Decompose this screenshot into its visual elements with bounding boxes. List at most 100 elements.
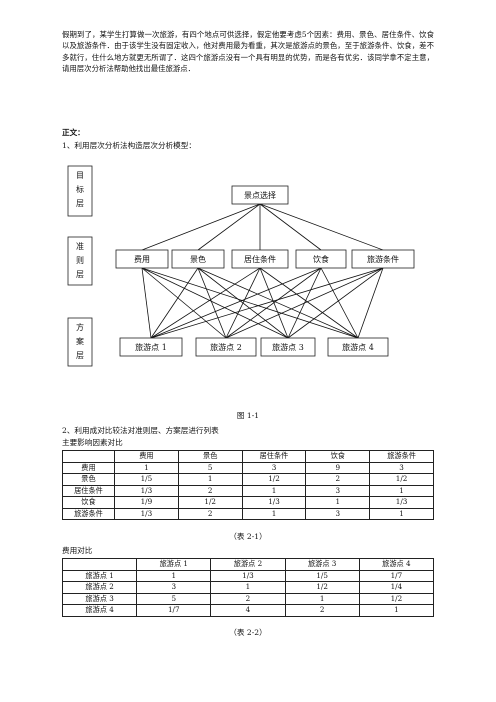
- criterion-box-label: 景色: [190, 254, 206, 264]
- table-cell: 1: [241, 484, 307, 497]
- table-cell: 1: [358, 604, 435, 617]
- criterion-alternative-link: [150, 267, 384, 339]
- goal-criterion-link: [259, 203, 322, 251]
- criterion-box-label: 费用: [134, 254, 150, 264]
- row-header: 旅游点 2: [61, 581, 138, 594]
- connection-lines: [141, 203, 384, 339]
- table-cell: 1: [210, 581, 286, 594]
- goal-layer-label: 目标层: [76, 171, 84, 208]
- table-cell: 1/2: [284, 581, 360, 594]
- criterion-alternative-link: [197, 267, 359, 339]
- figure-caption: 图 1-1: [236, 411, 260, 420]
- table-cell: 2: [305, 473, 371, 486]
- criterion-box: 景色: [171, 249, 225, 269]
- table-cell: 5: [136, 592, 212, 605]
- table1-title: 主要影响因素对比: [62, 438, 123, 447]
- body-title: 正文：: [62, 128, 85, 137]
- criterion-box-label: 旅游条件: [367, 254, 399, 264]
- table-cell: 1: [177, 473, 243, 486]
- table-cell: 1/5: [284, 569, 360, 582]
- criterion-box-label: 饮食: [313, 254, 329, 264]
- table-cell: 1: [305, 496, 371, 509]
- table-cell: 1: [241, 507, 307, 520]
- table-cell: 9: [305, 461, 371, 474]
- table-cell: 1/5: [114, 473, 179, 486]
- column-header: 费用: [114, 450, 179, 463]
- table-cell: 2: [210, 592, 286, 605]
- scheme-layer-box: [67, 317, 93, 367]
- column-header: [61, 558, 138, 571]
- table-cell: 1: [284, 592, 360, 605]
- criteria-layer-box: [67, 236, 93, 286]
- table-cell: 1/7: [136, 604, 212, 617]
- criterion-alternative-link: [150, 267, 261, 339]
- table-cell: 1: [369, 484, 434, 497]
- table-cell: 2: [177, 484, 243, 497]
- criterion-alternative-link: [287, 267, 384, 339]
- goal-criterion-link: [141, 203, 261, 251]
- criterion-alternative-link: [225, 267, 322, 339]
- table-cell: 1/3: [210, 569, 286, 582]
- table-cell: 1/3: [369, 496, 434, 509]
- criterion-alternative-link: [320, 267, 359, 339]
- row-header: 旅游点 4: [61, 604, 138, 617]
- table-cell: 1: [136, 569, 212, 582]
- table-cell: 4: [210, 604, 286, 617]
- table-cell: 1/9: [114, 496, 179, 509]
- alternative-box-label: 旅游点 4: [342, 342, 374, 352]
- intro-paragraph: 假期到了，某学生打算做一次旅游，有四个地点可供选择，假定他要考虑5个因素：费用、…: [62, 30, 434, 73]
- criterion-alternative-link: [150, 267, 322, 339]
- table-cell: 3: [305, 507, 371, 520]
- table-cell: 3: [241, 461, 307, 474]
- table-cell: 1/3: [114, 484, 179, 497]
- table-cell: 2: [177, 507, 243, 520]
- column-header: 饮食: [305, 450, 371, 463]
- goal-node: 景点选择: [231, 185, 289, 205]
- goal-box: 景点选择: [231, 185, 289, 205]
- column-header: 景色: [177, 450, 243, 463]
- criteria-layer-label: 准则层: [76, 241, 84, 279]
- alternative-box: 旅游点 2: [195, 337, 257, 357]
- alternative-box: 旅游点 3: [260, 337, 316, 357]
- header-row: 费用景色居住条件饮食旅游条件: [62, 450, 434, 463]
- criterion-alternative-link: [225, 267, 384, 339]
- criterion-alternative-link: [197, 267, 227, 339]
- step1-heading: 1、利用层次分析法构造层次分析模型：: [62, 141, 196, 150]
- alternative-box: 旅游点 1: [119, 337, 183, 357]
- step2-heading: 2、利用成对比较法对准则层、方案层进行列表: [62, 426, 219, 435]
- criterion-alternative-link: [141, 267, 289, 339]
- criterion-alternative-link: [141, 267, 152, 339]
- row-header: 饮食: [62, 496, 115, 509]
- table-cell: 3: [136, 581, 212, 594]
- column-header: 旅游点 1: [136, 558, 212, 571]
- column-header: 居住条件: [241, 450, 307, 463]
- table-cell: 1/3: [241, 496, 307, 509]
- column-header: [62, 450, 115, 463]
- table-cell: 1/3: [114, 507, 179, 520]
- table-cell: 1/2: [177, 496, 243, 509]
- table-cell: 1/2: [369, 473, 434, 486]
- criterion-alternative-link: [259, 267, 359, 339]
- criteria-nodes: 费用景色居住条件饮食旅游条件: [115, 249, 415, 269]
- table-cell: 1: [114, 461, 179, 474]
- table2-title: 费用对比: [62, 546, 93, 555]
- row-header: 旅游点 1: [61, 569, 138, 582]
- column-header: 旅游点 3: [284, 558, 360, 571]
- column-header: 旅游点 4: [358, 558, 435, 571]
- table-cell: 3: [369, 461, 434, 474]
- table-cell: 2: [284, 604, 360, 617]
- row-header: 费用: [62, 461, 115, 474]
- alternative-box-label: 旅游点 1: [135, 342, 167, 352]
- goal-box-label: 景点选择: [244, 190, 276, 200]
